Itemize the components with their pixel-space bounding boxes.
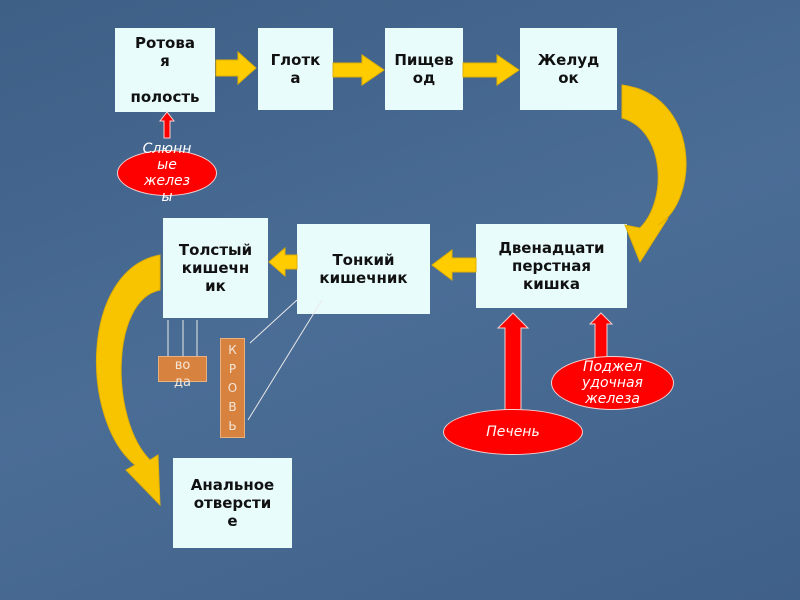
node-small-intestine: Тонкий кишечник xyxy=(297,224,430,314)
curved-arrow-large-anus xyxy=(95,254,161,507)
arrow-esophagus-stomach xyxy=(462,54,520,86)
absorb-blood: К Р О В Ь xyxy=(220,338,245,438)
arrow-pharynx-esophagus xyxy=(332,54,385,86)
blood-arrow-2 xyxy=(247,299,323,421)
arrow-salivary-mouth xyxy=(158,111,176,139)
arrow-small-large xyxy=(268,246,298,278)
arrow-liver-duodenum xyxy=(496,312,530,411)
absorb-water: во да xyxy=(158,356,207,390)
node-mouth: Ротова я полость xyxy=(115,28,215,112)
node-large-intestine: Толстый кишечн ик xyxy=(163,218,268,318)
gland-liver: Печень xyxy=(443,409,583,455)
node-anus: Анальное отверсти е xyxy=(173,458,292,548)
gland-salivary: Слюнн ые желез ы xyxy=(117,141,217,205)
curved-arrow-stomach-duodenum xyxy=(621,84,687,264)
node-stomach: Желуд ок xyxy=(520,28,617,110)
blood-arrow-1 xyxy=(249,299,298,344)
arrow-duodenum-small xyxy=(431,249,477,281)
arrow-mouth-pharynx xyxy=(215,50,257,86)
node-esophagus: Пищев од xyxy=(385,28,463,110)
node-pharynx: Глотк а xyxy=(258,28,333,110)
gland-pancreas: Поджел удочная железа xyxy=(551,356,674,410)
node-duodenum: Двенадцати перстная кишка xyxy=(476,224,627,308)
